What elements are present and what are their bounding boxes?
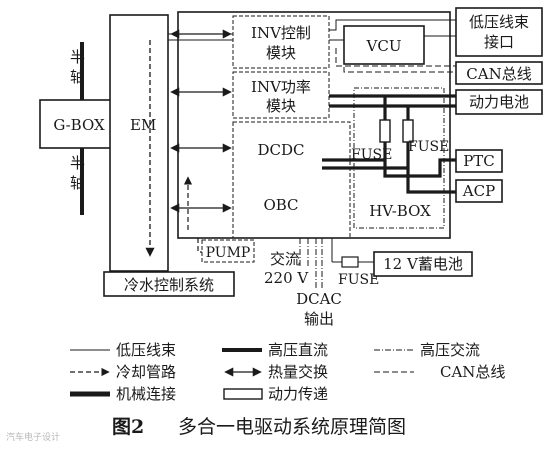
- legend: 低压线束 高压直流 高压交流 冷却管路 热量交换 CAN总线 机械连接 动力传递: [70, 341, 505, 403]
- inv-power-label-1: INV功率: [251, 78, 311, 96]
- dcac-output-label-1: DCAC: [296, 290, 342, 308]
- legend-lv-harness-label: 低压线束: [116, 341, 176, 359]
- battery-12v-block: [373, 251, 473, 277]
- half-axle-bottom-label-2: 轴: [70, 174, 85, 192]
- half-axle-bottom-label-1: 半: [70, 154, 85, 172]
- power-battery-label: 动力电池: [469, 93, 529, 111]
- fuse-12v-element: [341, 256, 359, 268]
- can-bus-block: [455, 61, 543, 85]
- power-battery-block: [455, 89, 543, 115]
- fuse-2-element: [402, 119, 414, 143]
- pump-block: [201, 239, 255, 263]
- acp-label: ACP: [462, 182, 495, 200]
- inv-control-label-1: INV控制: [251, 24, 311, 42]
- fuse-1-label: FUSE: [351, 147, 392, 163]
- legend-hv-ac-label: 高压交流: [420, 341, 480, 359]
- cooling-control-label: 冷水控制系统: [124, 276, 214, 294]
- inv-power-label-2: 模块: [266, 97, 296, 115]
- half-axle-top-label-2: 轴: [70, 68, 85, 86]
- lv-harness-port-block: [455, 7, 543, 57]
- vcu-block: [343, 25, 425, 65]
- legend-heat-exchange-label: 热量交换: [268, 363, 328, 381]
- cooling-pipe-lines: [183, 176, 202, 253]
- pump-label: PUMP: [206, 245, 251, 261]
- lv-harness-port-label-2: 接口: [484, 33, 514, 51]
- em-block: [109, 14, 169, 272]
- can-bus-lines: [335, 48, 456, 73]
- fuse-2-label: FUSE: [408, 139, 449, 155]
- can-bus-label: CAN总线: [466, 65, 531, 83]
- inv-control-label-2: 模块: [266, 44, 296, 62]
- battery-12v-label: 12 V蓄电池: [383, 255, 463, 273]
- legend-mechanical-label: 机械连接: [116, 385, 176, 403]
- watermark: 汽车电子设计: [6, 431, 60, 443]
- hv-box-block: [353, 87, 445, 229]
- fuse-12v-label: FUSE: [338, 272, 379, 288]
- caption-number: 图2: [112, 416, 144, 438]
- gbox-label: G-BOX: [53, 116, 105, 134]
- inv-control-block: [232, 15, 330, 69]
- dcdc-obc-group: [232, 121, 351, 239]
- legend-hv-dc-label: 高压直流: [268, 341, 328, 359]
- ac-220v-label-1: 交流: [270, 250, 300, 268]
- hv-ac-lines: [299, 238, 323, 290]
- lv-harness-port-label-1: 低压线束: [469, 13, 529, 31]
- caption-title: 多合一电驱动系统原理简图: [178, 416, 406, 438]
- inv-power-block: [232, 71, 330, 119]
- legend-power-transfer-swatch: [223, 388, 263, 400]
- fuse-1-element: [379, 119, 391, 143]
- legend-power-transfer-label: 动力传递: [268, 385, 328, 403]
- vcu-label: VCU: [366, 37, 402, 55]
- ptc-label: PTC: [463, 152, 495, 170]
- dcac-output-label-2: 输出: [304, 310, 334, 328]
- legend-can-bus-label: CAN总线: [440, 363, 505, 381]
- ac-220v-label-2: 220 V: [264, 269, 309, 287]
- em-label: EM: [130, 116, 156, 134]
- obc-label: OBC: [263, 196, 298, 214]
- dcdc-label: DCDC: [257, 141, 304, 159]
- hv-box-label: HV-BOX: [369, 202, 431, 220]
- legend-cooling-pipe-label: 冷却管路: [116, 363, 176, 381]
- multi-in-one-enclosure: [177, 11, 451, 239]
- half-axle-top-label-1: 半: [70, 48, 85, 66]
- cooling-control-block: [103, 271, 235, 297]
- heat-exchange-arrows: [170, 29, 232, 213]
